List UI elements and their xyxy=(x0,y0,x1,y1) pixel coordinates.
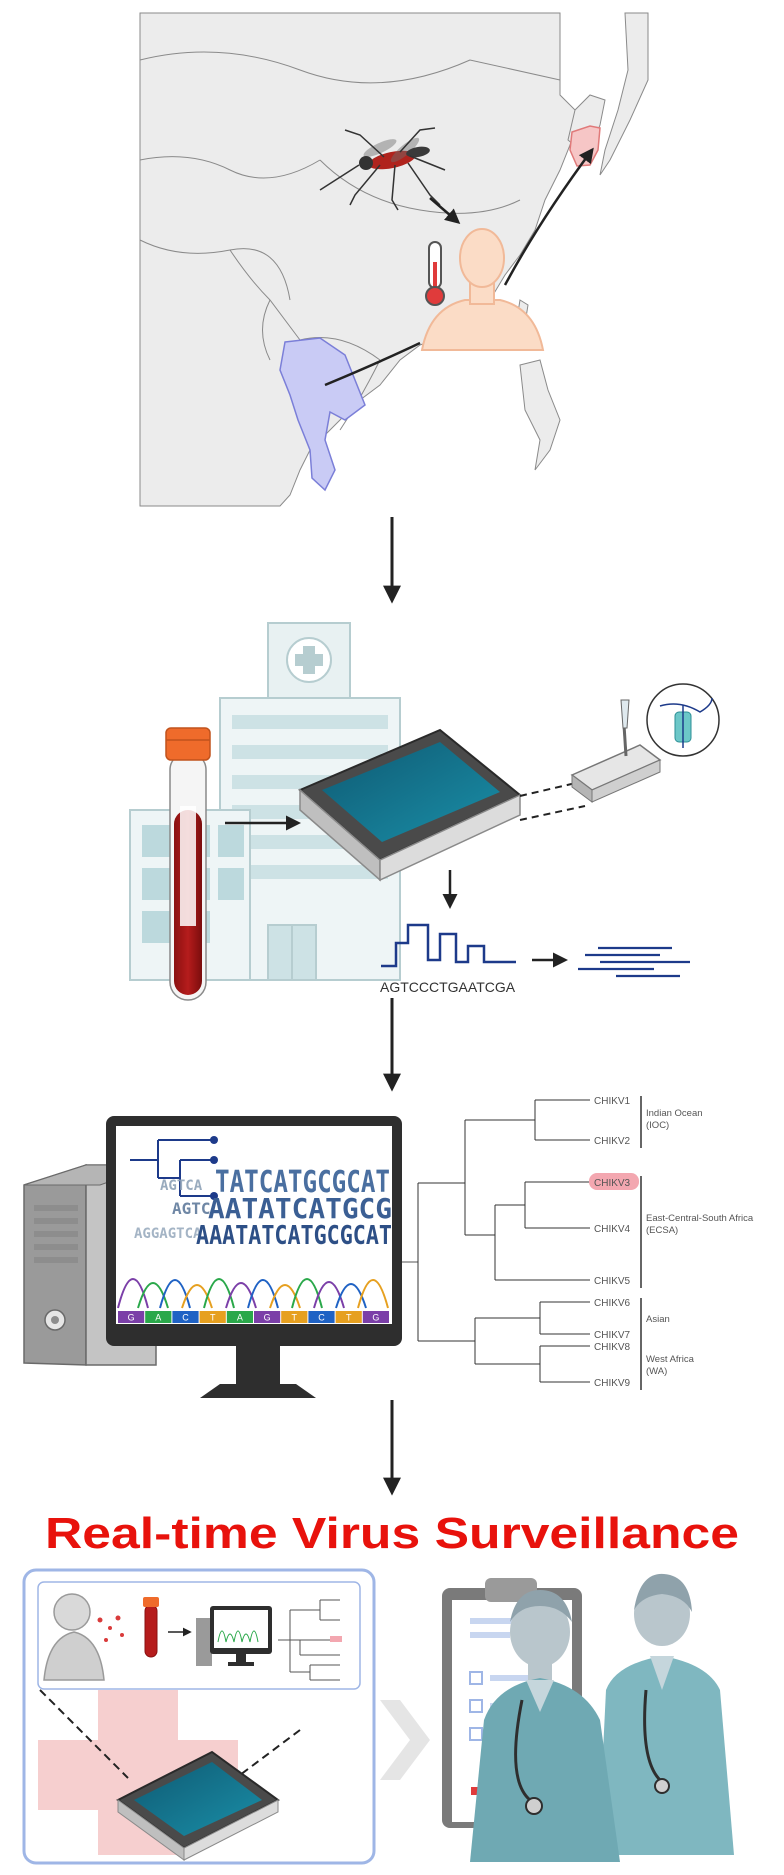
clade-ioc-line2: (IOC) xyxy=(646,1120,669,1131)
headline: Real-time Virus Surveillance xyxy=(45,1509,739,1558)
base-cell xyxy=(199,1311,226,1323)
clade-labels: Indian Ocean (IOC) East-Central-South Af… xyxy=(646,1108,754,1377)
base-letter: T xyxy=(210,1313,216,1323)
monitor-icon xyxy=(106,1116,402,1398)
leaf-label-1: CHIKV1 xyxy=(594,1096,631,1107)
alignment-prefix-1: AGTCA xyxy=(160,1178,203,1194)
mini-tree-icon xyxy=(278,1599,340,1681)
base-cell xyxy=(362,1311,389,1323)
nanopore-zoom-icon xyxy=(646,683,720,757)
sequence-reads xyxy=(578,946,690,978)
leaf-label-7: CHIKV7 xyxy=(594,1330,631,1341)
base-letter: T xyxy=(292,1313,298,1323)
portable-sequencer-icon xyxy=(116,1750,280,1861)
base-letter: C xyxy=(318,1313,325,1323)
alignment-row-3: AAATATCATGCGCAT xyxy=(196,1221,392,1251)
map-land-philippines xyxy=(519,359,561,471)
patient-to-korea-arrow xyxy=(503,147,594,286)
nurse-icon xyxy=(598,1573,734,1855)
base-cell xyxy=(226,1311,253,1323)
clade-ecsa-line1: East-Central-South Africa xyxy=(646,1213,754,1224)
chevron-right-icon xyxy=(380,1700,430,1780)
mini-computer-icon xyxy=(196,1606,272,1666)
coughing-patient-icon xyxy=(43,1593,124,1681)
base-cell xyxy=(335,1311,362,1323)
clade-wa-line1: West Africa xyxy=(646,1354,695,1365)
mosquito-icon xyxy=(319,127,446,211)
leaf-label-5: CHIKV5 xyxy=(594,1276,631,1287)
chromatogram xyxy=(117,1278,389,1309)
alignment-text: AGTCA TATCATGCGCAT AGTC AATATCATGCG AGGA… xyxy=(134,1165,392,1251)
base-letter: T xyxy=(346,1313,352,1323)
sequence-text: AGTCCCTGAATCGA xyxy=(380,979,516,995)
zoom-line-left xyxy=(39,1689,129,1779)
base-cell xyxy=(308,1311,335,1323)
leaf-label-8: CHIKV8 xyxy=(594,1342,631,1353)
base-letter: G xyxy=(264,1313,271,1323)
thermometer-icon xyxy=(425,241,445,306)
tree-leaf-labels: CHIKV1 CHIKV2 CHIKV3 CHIKV4 CHIKV5 CHIKV… xyxy=(594,1096,631,1389)
clade-ioc-line1: Indian Ocean xyxy=(646,1108,703,1119)
mosquito-to-patient-arrow xyxy=(429,197,461,224)
leaf-label-2: CHIKV2 xyxy=(594,1136,631,1147)
doctor-icon xyxy=(470,1590,620,1862)
clade-asian-line1: Asian xyxy=(646,1314,670,1325)
alignment-prefix-3: AGGAGTCA xyxy=(134,1226,202,1242)
sequencing-panel: AGTCCCTGAATCGA xyxy=(129,622,720,1001)
flow-cell-icon xyxy=(570,699,662,803)
clade-wa-line2: (WA) xyxy=(646,1366,667,1377)
base-letter: A xyxy=(155,1313,161,1323)
sequence-trace xyxy=(381,923,516,968)
base-letter: G xyxy=(372,1313,379,1323)
highlight-leaf-badge xyxy=(589,1173,639,1190)
monitor-tree-tips xyxy=(210,1136,218,1200)
alignment-row-2: AATATCATGCG xyxy=(208,1192,392,1225)
clade-ecsa-line2: (ECSA) xyxy=(646,1225,678,1236)
mini-blood-tube-icon xyxy=(143,1597,159,1658)
base-letter: A xyxy=(237,1313,243,1323)
base-letter: C xyxy=(182,1313,189,1323)
phylogenetic-tree xyxy=(417,1099,590,1383)
analysis-panel: AGTCA TATCATGCGCAT AGTC AATATCATGCG AGGA… xyxy=(23,1096,754,1398)
patient-icon xyxy=(420,228,545,351)
thailand-to-patient-arrow xyxy=(324,341,421,387)
leaf-label-4: CHIKV4 xyxy=(594,1224,631,1235)
leaf-label-6: CHIKV6 xyxy=(594,1298,631,1309)
base-letter: G xyxy=(128,1313,135,1323)
base-cell xyxy=(281,1311,308,1323)
alignment-prefix-2: AGTC xyxy=(172,1199,211,1218)
zoom-line-bottom xyxy=(519,805,586,821)
zoom-line-top xyxy=(519,781,581,797)
transmission-map xyxy=(139,12,649,507)
alignment-row-1: TATCATGCGCAT xyxy=(215,1165,390,1200)
leaf-label-9: CHIKV9 xyxy=(594,1378,631,1389)
map-land-japan xyxy=(599,12,649,176)
base-cell xyxy=(145,1311,172,1323)
base-cell xyxy=(254,1311,281,1323)
base-cell xyxy=(172,1311,199,1323)
leaf-label-3: CHIKV3 xyxy=(594,1178,631,1189)
blood-tube-icon xyxy=(165,727,211,1001)
base-cell xyxy=(118,1311,145,1323)
surveillance-panel xyxy=(22,1568,734,1865)
mini-tree-highlight xyxy=(330,1636,342,1642)
